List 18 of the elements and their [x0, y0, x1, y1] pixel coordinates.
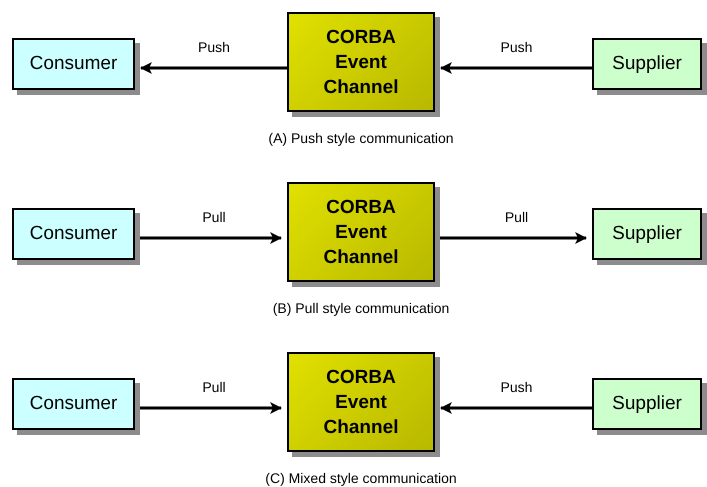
arrow	[440, 402, 594, 414]
node-label: CORBA Event Channel	[322, 196, 400, 270]
caption: (B) Pull style communication	[272, 299, 450, 318]
arrow	[137, 402, 282, 414]
arrow	[437, 232, 587, 244]
node-label: Supplier	[612, 52, 682, 76]
node-label: Consumer	[30, 392, 118, 416]
node-label: CORBA Event Channel	[322, 366, 400, 440]
arrow	[440, 62, 594, 74]
arrow	[137, 232, 282, 244]
node-label: Consumer	[30, 52, 118, 76]
caption: (C) Mixed style communication	[265, 469, 457, 487]
node-label: Consumer	[30, 222, 118, 246]
arrow	[140, 62, 289, 74]
caption: (A) Push style communication	[268, 129, 454, 148]
node-label: Supplier	[612, 392, 682, 416]
node-label: Supplier	[612, 222, 682, 246]
node-label: CORBA Event Channel	[322, 26, 400, 100]
